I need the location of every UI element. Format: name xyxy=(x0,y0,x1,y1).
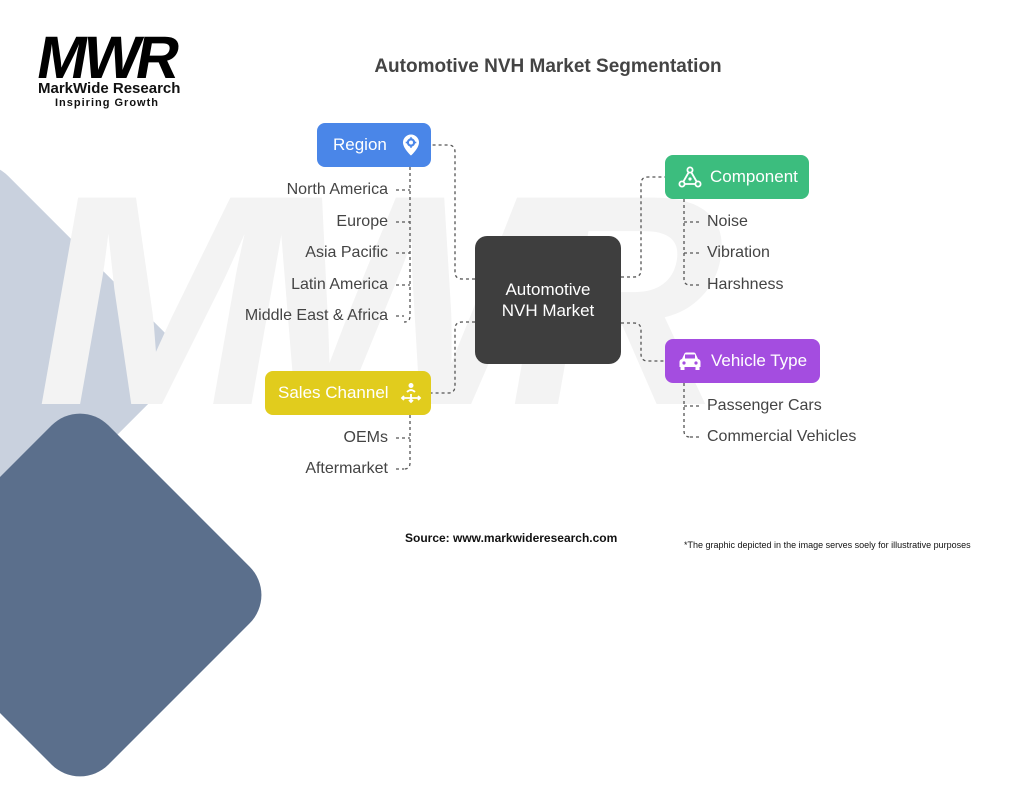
segment-sales-channel: Sales Channel xyxy=(265,371,431,415)
segment-component-label: Component xyxy=(710,167,798,186)
location-gear-icon xyxy=(399,133,423,157)
distribution-icon xyxy=(399,381,423,405)
component-item-vibration: Vibration xyxy=(707,244,770,261)
vehicle-item-passenger-cars: Passenger Cars xyxy=(707,397,822,414)
source-text: Source: www.markwideresearch.com xyxy=(405,531,618,545)
region-item-latin-america: Latin America xyxy=(291,276,388,293)
component-item-harshness: Harshness xyxy=(707,276,784,293)
segment-region: Region xyxy=(317,123,431,167)
logo-name: MarkWide Research xyxy=(38,80,181,97)
segment-region-label: Region xyxy=(333,135,387,154)
segment-vehicle-type-label: Vehicle Type xyxy=(711,351,808,370)
center-label-line1: Automotive xyxy=(505,280,591,299)
region-item-north-america: North America xyxy=(286,181,388,198)
sales-item-aftermarket: Aftermarket xyxy=(305,460,388,477)
sales-item-oems: OEMs xyxy=(343,429,388,446)
component-item-noise: Noise xyxy=(707,213,748,230)
center-node: Automotive NVH Market xyxy=(475,236,621,364)
car-icon xyxy=(677,349,703,373)
disclaimer-note: *The graphic depicted in the image serve… xyxy=(684,540,971,550)
triangle-nodes-icon xyxy=(678,165,702,189)
region-item-europe: Europe xyxy=(336,213,388,230)
connector-lines xyxy=(396,144,700,470)
center-label-line2: NVH Market xyxy=(501,301,595,320)
segment-component: Component xyxy=(665,155,809,199)
segment-sales-channel-label: Sales Channel xyxy=(278,383,389,402)
logo-tagline: Inspiring Growth xyxy=(55,97,159,109)
diagram-title: Automotive NVH Market Segmentation xyxy=(374,56,722,77)
region-item-asia-pacific: Asia Pacific xyxy=(305,244,388,261)
region-item-middle-east-africa: Middle East & Africa xyxy=(244,307,388,324)
vehicle-item-commercial-vehicles: Commercial Vehicles xyxy=(707,428,857,445)
segment-vehicle-type: Vehicle Type xyxy=(665,339,820,383)
